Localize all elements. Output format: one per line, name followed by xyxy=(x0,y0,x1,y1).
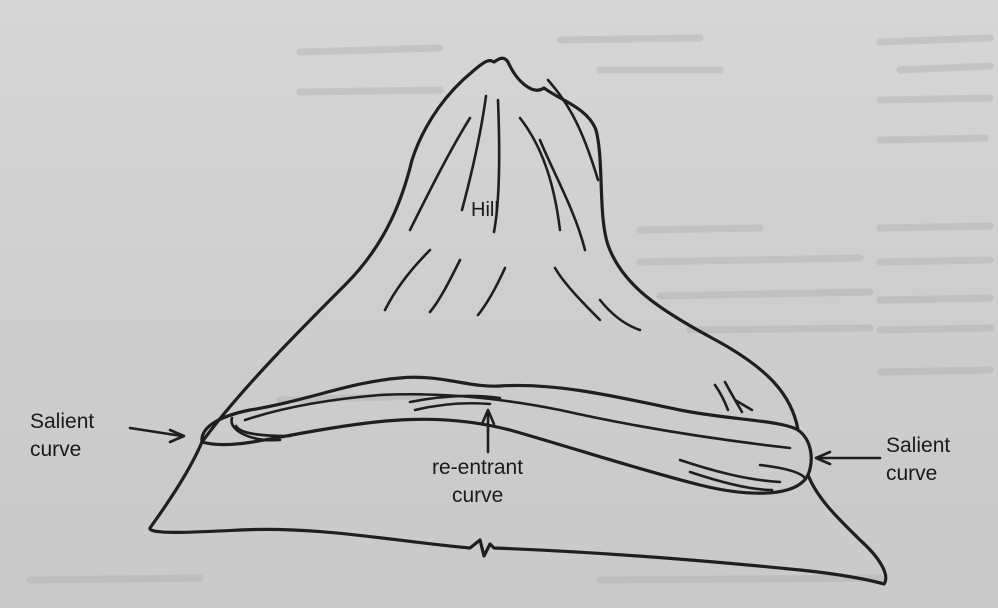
salient-right-line2: curve xyxy=(886,460,950,488)
salient-left-line2: curve xyxy=(30,436,94,464)
inner-contour-right-3 xyxy=(760,465,805,478)
salient-left-arrow xyxy=(130,428,184,442)
salient-right-arrow xyxy=(816,452,880,464)
reentrant-line1: re-entrant xyxy=(432,454,523,482)
inner-contour-right-1 xyxy=(680,460,780,482)
salient-right-label: Salient curve xyxy=(886,432,950,488)
hill-hachures xyxy=(385,80,752,412)
reentrant-label: re-entrant curve xyxy=(432,454,523,510)
reentrant-line2: curve xyxy=(432,482,523,510)
salient-right-line1: Salient xyxy=(886,432,950,460)
salient-left-line1: Salient xyxy=(30,408,94,436)
reentrant-arrow xyxy=(482,410,494,452)
hill-label: Hill xyxy=(471,199,499,222)
inner-contour-upper xyxy=(245,394,790,448)
salient-left-label: Salient curve xyxy=(30,408,94,464)
reentrant-stroke-2 xyxy=(415,403,490,410)
